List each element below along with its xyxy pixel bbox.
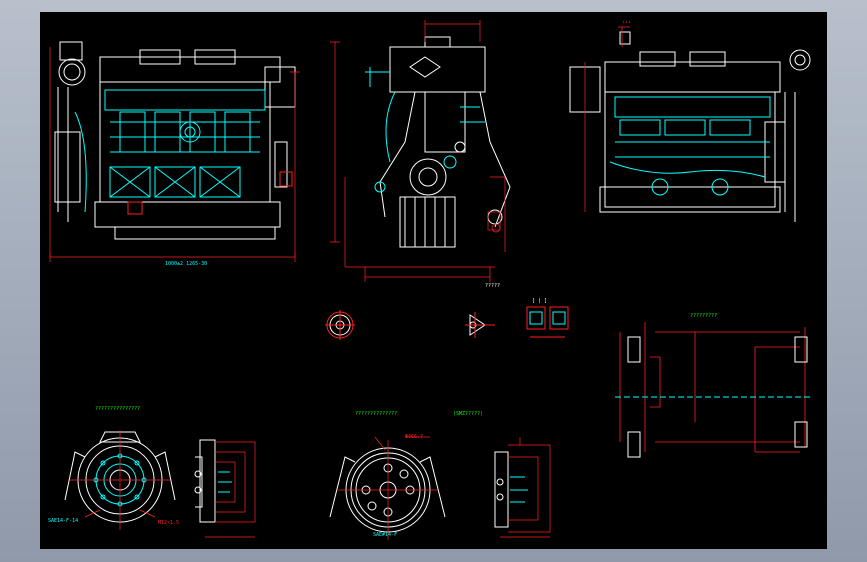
svg-text:?????: ????? — [485, 283, 500, 289]
cad-drawing-canvas[interactable]: 1000±2 1265-30 — [40, 12, 827, 549]
svg-text:M12×1.5: M12×1.5 — [158, 520, 179, 526]
pulley-view: ?????????????? (SMZ?????) S — [329, 411, 483, 540]
engine-rear-view: ↓↓↓ — [569, 19, 811, 222]
detail-small-parts: [ | ] — [325, 298, 569, 340]
flywheel-title: ??????????????? — [95, 406, 140, 412]
svg-text:1000±2 1265-30: 1000±2 1265-30 — [165, 261, 207, 267]
flywheel-section — [194, 439, 256, 538]
svg-text:SAE14-F-14: SAE14-F-14 — [48, 518, 78, 524]
mounting-plan: ????????? — [615, 313, 810, 458]
flywheel-view: ??????????????? — [48, 406, 179, 530]
svg-text:↓↓↓: ↓↓↓ — [622, 19, 631, 25]
pulley-title: ?????????????? — [355, 411, 397, 417]
engine-front-view: 1000±2 1265-30 — [49, 41, 300, 267]
cad-drawing: 1000±2 1265-30 — [48, 19, 811, 540]
engine-side-view: ????? — [330, 20, 511, 289]
mounting-plan-title: ????????? — [690, 313, 717, 319]
svg-text:Φ466.7: Φ466.7 — [405, 434, 423, 440]
svg-text:SAE#14-F: SAE#14-F — [373, 532, 397, 538]
svg-text:[ | ]: [ | ] — [532, 298, 547, 304]
pulley-subtitle: (SMZ?????) — [453, 411, 483, 417]
pulley-section — [494, 437, 551, 538]
